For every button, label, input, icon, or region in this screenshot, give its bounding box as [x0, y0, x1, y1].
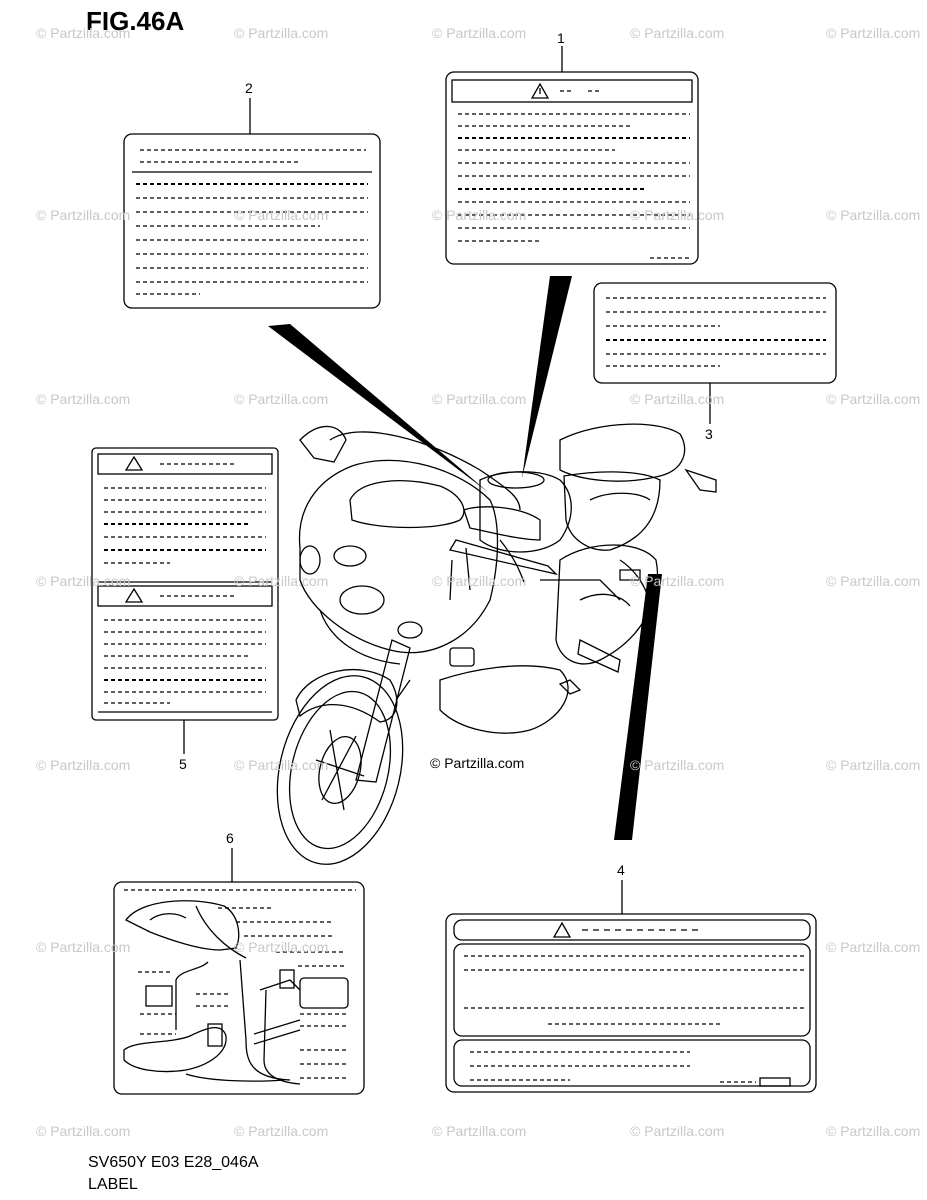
label-4-warning[interactable]	[445, 913, 817, 1093]
watermark: © Partzilla.com	[826, 207, 921, 223]
watermark: © Partzilla.com	[826, 757, 921, 773]
label-2[interactable]	[123, 133, 381, 309]
watermark: © Partzilla.com	[36, 1123, 131, 1139]
watermark: © Partzilla.com	[432, 1123, 527, 1139]
watermark: © Partzilla.com	[36, 391, 131, 407]
watermark: © Partzilla.com	[432, 573, 527, 589]
watermark: © Partzilla.com	[36, 25, 131, 41]
watermark: © Partzilla.com	[630, 207, 725, 223]
watermark: © Partzilla.com	[432, 391, 527, 407]
callout-leaders	[183, 46, 711, 914]
label-5-warning[interactable]	[91, 447, 279, 721]
figure-name: LABEL	[88, 1176, 138, 1193]
watermark: © Partzilla.com	[234, 391, 329, 407]
watermark: © Partzilla.com	[826, 573, 921, 589]
copyright-text: © Partzilla.com	[430, 755, 525, 771]
watermark: © Partzilla.com	[36, 207, 131, 223]
warning-triangle-icon	[124, 455, 144, 471]
watermark: © Partzilla.com	[234, 25, 329, 41]
watermark: © Partzilla.com	[630, 1123, 725, 1139]
motorcycle-drawing	[276, 423, 717, 865]
watermark: © Partzilla.com	[630, 391, 725, 407]
watermark: © Partzilla.com	[234, 757, 329, 773]
label-6-routing[interactable]	[113, 881, 365, 1095]
watermark: © Partzilla.com	[234, 939, 329, 955]
watermark: © Partzilla.com	[432, 207, 527, 223]
watermark: © Partzilla.com	[36, 757, 131, 773]
callout-3[interactable]: 3	[705, 426, 713, 442]
watermark: © Partzilla.com	[826, 25, 921, 41]
callout-5[interactable]: 5	[179, 756, 187, 772]
watermark: © Partzilla.com	[36, 573, 131, 589]
callout-4[interactable]: 4	[617, 862, 625, 878]
leader-wedges	[268, 276, 662, 840]
label-3[interactable]	[593, 282, 837, 384]
watermark: © Partzilla.com	[36, 939, 131, 955]
watermark: © Partzilla.com	[826, 939, 921, 955]
callout-2[interactable]: 2	[245, 80, 253, 96]
figure-title: FIG.46A	[86, 6, 185, 36]
watermark: © Partzilla.com	[826, 391, 921, 407]
callout-6[interactable]: 6	[226, 830, 234, 846]
watermark: © Partzilla.com	[826, 1123, 921, 1139]
watermark: © Partzilla.com	[234, 207, 329, 223]
callout-1[interactable]: 1	[557, 30, 565, 46]
watermark: © Partzilla.com	[432, 25, 527, 41]
watermark: © Partzilla.com	[630, 757, 725, 773]
watermark: © Partzilla.com	[630, 573, 725, 589]
watermark: © Partzilla.com	[234, 1123, 329, 1139]
watermark: © Partzilla.com	[234, 573, 329, 589]
warning-triangle-icon	[552, 921, 572, 938]
warning-triangle-icon	[124, 587, 144, 603]
warning-triangle-icon	[530, 82, 550, 99]
label-1-warning[interactable]	[445, 71, 699, 265]
watermark: © Partzilla.com	[630, 25, 725, 41]
figure-code: SV650Y E03 E28_046A	[88, 1154, 259, 1171]
